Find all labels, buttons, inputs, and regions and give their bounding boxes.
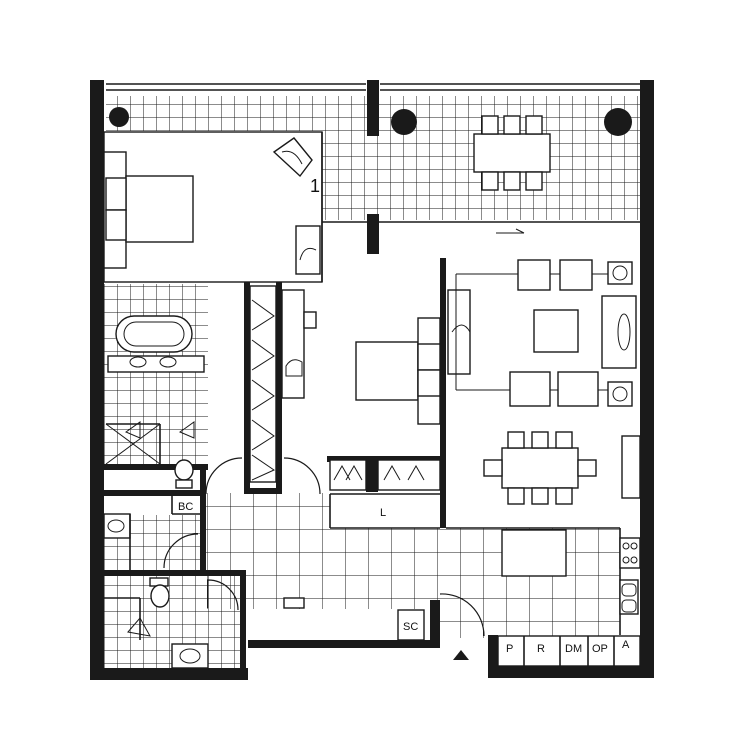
door-swings [163,457,485,637]
bedroom-two-desk [281,289,317,399]
coffee-table [533,309,579,353]
dining-table [483,431,597,505]
entry-marker-icon [453,650,469,660]
armchair-bedroom [272,137,313,178]
armchairs [509,259,599,407]
cooktop [619,537,641,569]
main-bed [103,151,194,269]
label-r: R [537,643,545,655]
storage-cupboards [497,635,641,667]
hallway-floor [202,493,620,638]
toilet-ensuite [174,459,194,489]
shower-ensuite [105,421,195,465]
sideboard [621,435,641,499]
storage-cupboard-sc [397,609,425,641]
lamp-icon [607,261,633,407]
plant-icon [109,107,632,136]
exterior-walls [90,80,654,680]
balcony-railing [106,83,640,91]
wardrobe-bedroom-two [329,459,441,491]
wardrobe-robe [249,285,277,483]
label-op: OP [592,643,608,655]
bathtub [115,315,193,353]
toilet-bathroom [149,577,170,608]
desk-chair-bedroom [295,225,321,275]
laundry-tub [103,513,131,570]
vanity-ensuite [107,355,205,373]
sofa [601,295,637,369]
label-sc: SC [403,621,418,633]
label-one: 1 [310,176,320,196]
label-a: A [622,639,630,651]
label-bc: BC [178,501,193,513]
label-p: P [506,643,513,655]
outdoor-dining-table [473,115,551,191]
label-l: L [380,507,386,519]
shower-bathroom [104,597,151,640]
tv-unit [447,289,471,375]
ensuite-floor [104,284,208,464]
label-dm: DM [565,643,582,655]
bed-bedroom-two [355,317,441,425]
kitchen-island [501,529,567,577]
basin-bathroom [171,643,209,669]
arrow-right-icon [496,228,525,234]
entry-step [283,597,305,609]
kitchen-sink [619,579,639,615]
